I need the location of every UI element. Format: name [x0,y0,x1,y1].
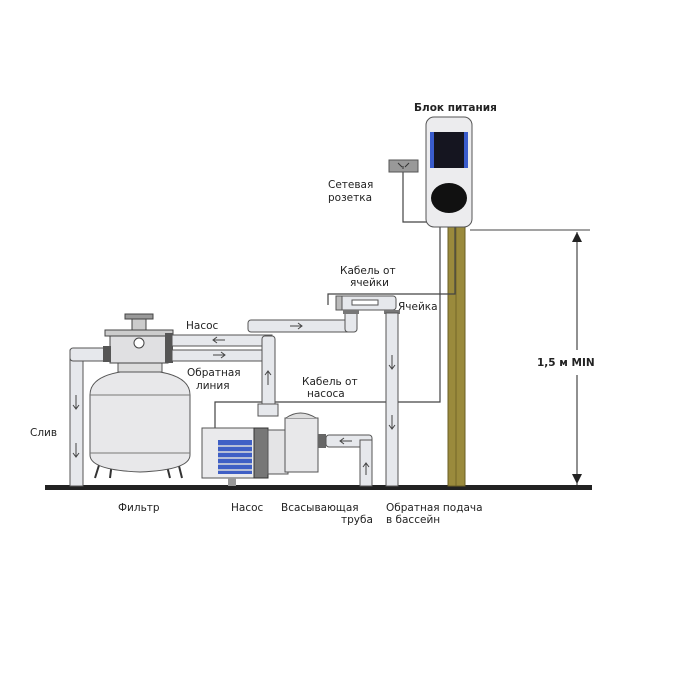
mounting-pole [447,223,466,487]
pump [201,412,326,486]
label-return-2: линия [196,380,230,392]
label-socket-2: розетка [328,192,372,204]
height-dimension [470,229,590,485]
label-drain: Слив [30,427,57,439]
power-socket [388,159,419,173]
label-pool-return-1: Обратная подача [386,502,483,514]
label-socket-1: Сетевая [328,179,373,191]
label-cell: Ячейка [398,301,438,313]
electrolysis-cell [335,295,400,314]
label-suction-1: Всасывающая [281,502,359,514]
cell-inlet-pipe [247,307,358,333]
socket-cable [402,172,432,223]
sand-filter [89,313,191,479]
label-pump-cable-1: Кабель от [302,376,358,388]
pump-and-return-pipes [171,334,279,417]
cell-cable [327,226,456,305]
label-power-unit: Блок питания [414,102,497,114]
label-pool-return-2: в бассейн [386,514,440,526]
power-supply-unit [425,116,473,228]
label-pump-top: Насос [186,320,219,332]
ground-line [45,485,592,490]
label-cell-cable-1: Кабель от [340,265,396,277]
label-height: 1,5 м MIN [537,357,595,369]
suction-pipe [325,434,373,487]
label-return-1: Обратная [187,367,241,379]
label-suction-2: труба [341,514,373,526]
label-cell-cable-2: ячейки [350,277,389,289]
label-pump-bottom: Насос [231,502,264,514]
label-pump-cable-2: насоса [307,388,345,400]
pump-cable [214,226,441,428]
pool-return-pipe [385,312,399,487]
label-filter: Фильтр [118,502,160,514]
